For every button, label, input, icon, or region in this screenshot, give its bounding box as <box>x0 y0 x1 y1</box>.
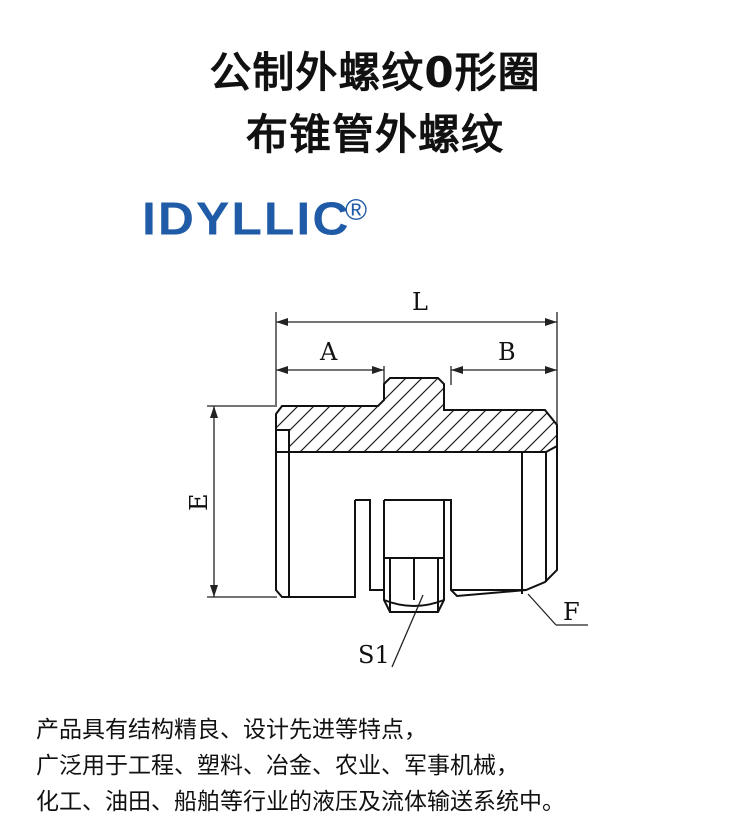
brand-logo: IDYLLIC <box>142 193 351 245</box>
page-title-line-1: 公制外螺纹0形圈 <box>209 48 541 97</box>
label-e: E <box>185 493 213 511</box>
dimension-arrows <box>210 318 557 597</box>
label-b: B <box>498 338 516 366</box>
label-s1: S1 <box>358 641 390 669</box>
label-l: L <box>412 288 428 316</box>
description-line-3: 化工、油田、船舶等行业的液压及流体输送系统中。 <box>36 789 565 815</box>
label-f: F <box>563 598 580 626</box>
product-description: 产品具有结构精良、设计先进等特点， 广泛用于工程、塑料、冶金、农业、军事机械， … <box>36 712 736 820</box>
page-title-line-2: 布锥管外螺纹 <box>245 110 504 159</box>
fitting-outer-view <box>275 430 558 613</box>
registered-mark: ® <box>345 194 368 227</box>
fitting-technical-drawing: L A B E S1 F <box>185 288 588 669</box>
section-hatched-half <box>275 377 558 453</box>
dimension-lines <box>207 312 588 668</box>
label-a: A <box>319 338 338 366</box>
description-line-1: 产品具有结构精良、设计先进等特点， <box>36 717 427 743</box>
description-line-2: 广泛用于工程、塑料、冶金、农业、军事机械， <box>36 753 519 779</box>
